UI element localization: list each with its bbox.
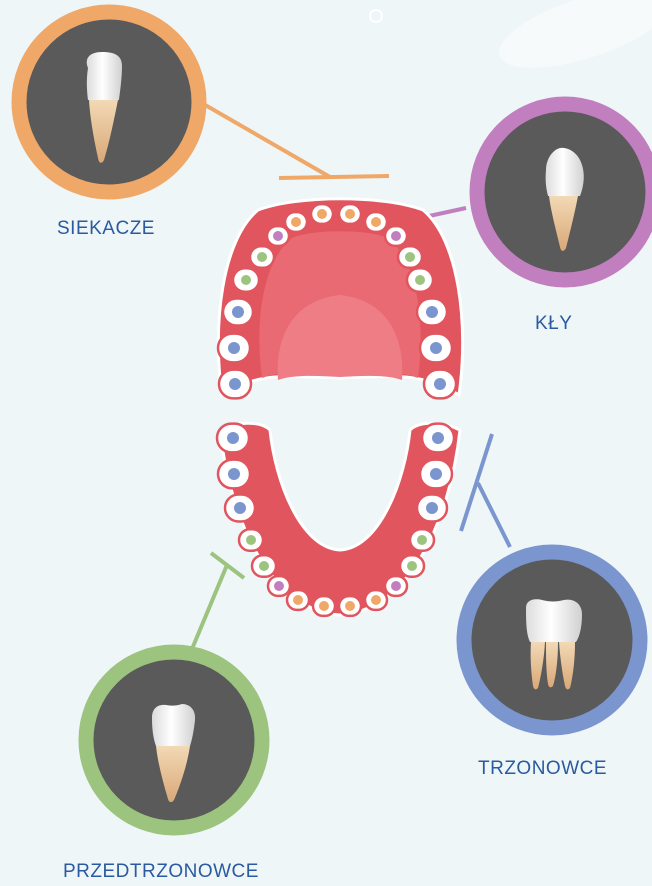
lower-incisor-tooth-9 [339,596,361,616]
lower-premolar-tooth-12 [400,555,424,577]
connector-przedtrzonowce [192,553,244,649]
background-decoration [370,0,652,84]
upper-incisor-tooth-10 [365,212,387,232]
lower-molar-tooth-15 [420,460,452,489]
lower-molar-tooth-1 [217,424,249,453]
upper-molar-tooth-3 [223,299,253,326]
lower-incisor-tooth-10 [365,590,387,610]
upper-premolar-tooth-12 [398,246,422,268]
lower-molar-tooth-16 [422,424,454,453]
upper-premolar-tooth-13 [407,268,433,291]
lower-molar-tooth-2 [218,460,250,489]
premolars-circle [86,652,262,828]
upper-canine-tooth-6 [267,226,289,246]
upper-canine-tooth-11 [385,226,407,246]
canines-circle [477,104,652,280]
lower-canine-tooth-11 [385,576,407,596]
upper-incisor-tooth-8 [311,204,333,224]
upper-jaw [218,199,462,395]
lower-molar-tooth-14 [417,495,447,522]
molars-circle [464,552,640,728]
lower-premolar-tooth-13 [410,529,434,551]
lower-premolar-tooth-4 [239,529,263,551]
label-trzonowce: TRZONOWCE [478,758,607,780]
connector-trzonowce [461,434,510,547]
upper-molar-tooth-14 [417,299,447,326]
upper-molar-tooth-1 [219,370,251,399]
upper-incisor-tooth-7 [285,212,307,232]
label-siekacze: SIEKACZE [57,218,155,240]
upper-incisor-tooth-9 [339,204,361,224]
lower-incisor-tooth-7 [287,590,309,610]
label-przedtrzonowce: PRZEDTRZONOWCE [63,861,259,883]
lower-molar-tooth-3 [225,495,255,522]
lower-canine-tooth-6 [268,576,290,596]
upper-molar-tooth-2 [218,334,250,363]
upper-molar-tooth-16 [424,370,456,399]
upper-premolar-tooth-4 [233,268,259,291]
lower-incisor-tooth-8 [313,596,335,616]
upper-premolar-tooth-5 [250,246,274,268]
incisors-circle [19,12,199,192]
connector-siekacze [200,102,389,178]
label-kly: KŁY [535,313,572,335]
upper-molar-tooth-15 [420,334,452,363]
lower-premolar-tooth-5 [252,555,276,577]
